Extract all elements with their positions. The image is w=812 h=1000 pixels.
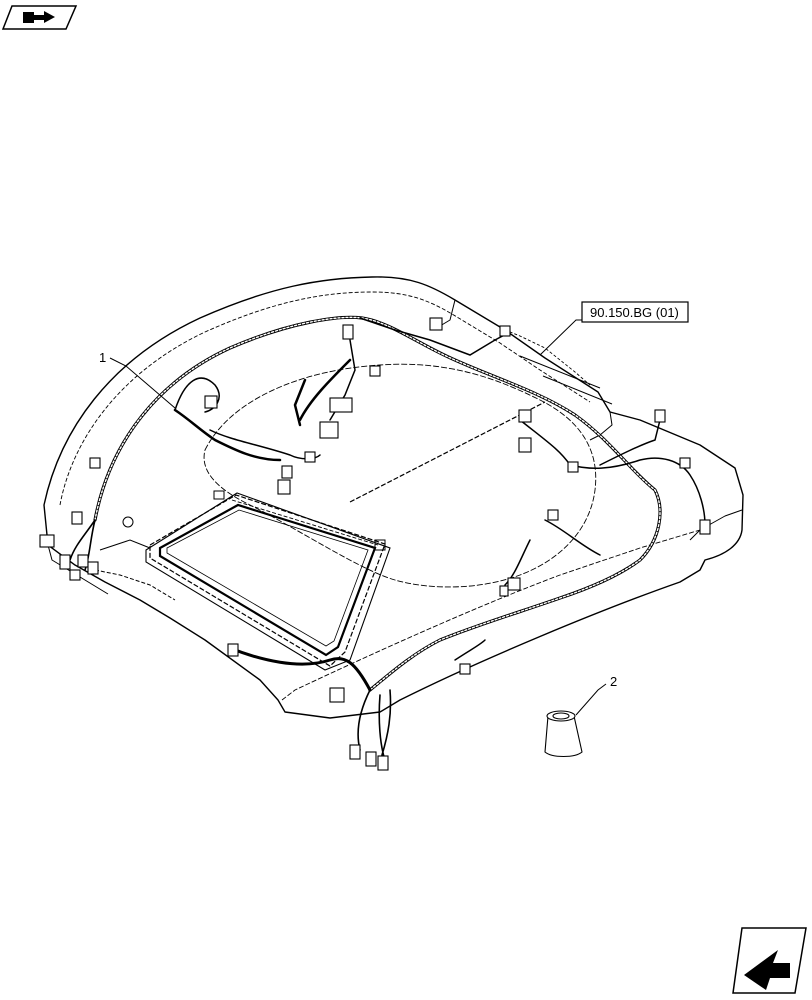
roof-panel [43,276,744,719]
grommet-part [544,710,583,758]
callout-2-label: 2 [610,674,617,689]
callout-1-label: 1 [99,350,106,365]
callout-2: 2 [575,674,617,716]
callout-1: 1 [99,350,176,409]
reference-box-text: 90.150.BG (01) [590,305,679,320]
reference-box[interactable]: 90.150.BG (01) [539,301,689,356]
roof-inner-panel [203,363,597,588]
harness-connectors [39,317,711,771]
next-page-arrow-icon[interactable] [732,927,807,994]
previous-page-arrow-icon[interactable] [1,5,78,30]
roof-hatch-frame [94,490,391,671]
wiring-harness [69,315,706,761]
